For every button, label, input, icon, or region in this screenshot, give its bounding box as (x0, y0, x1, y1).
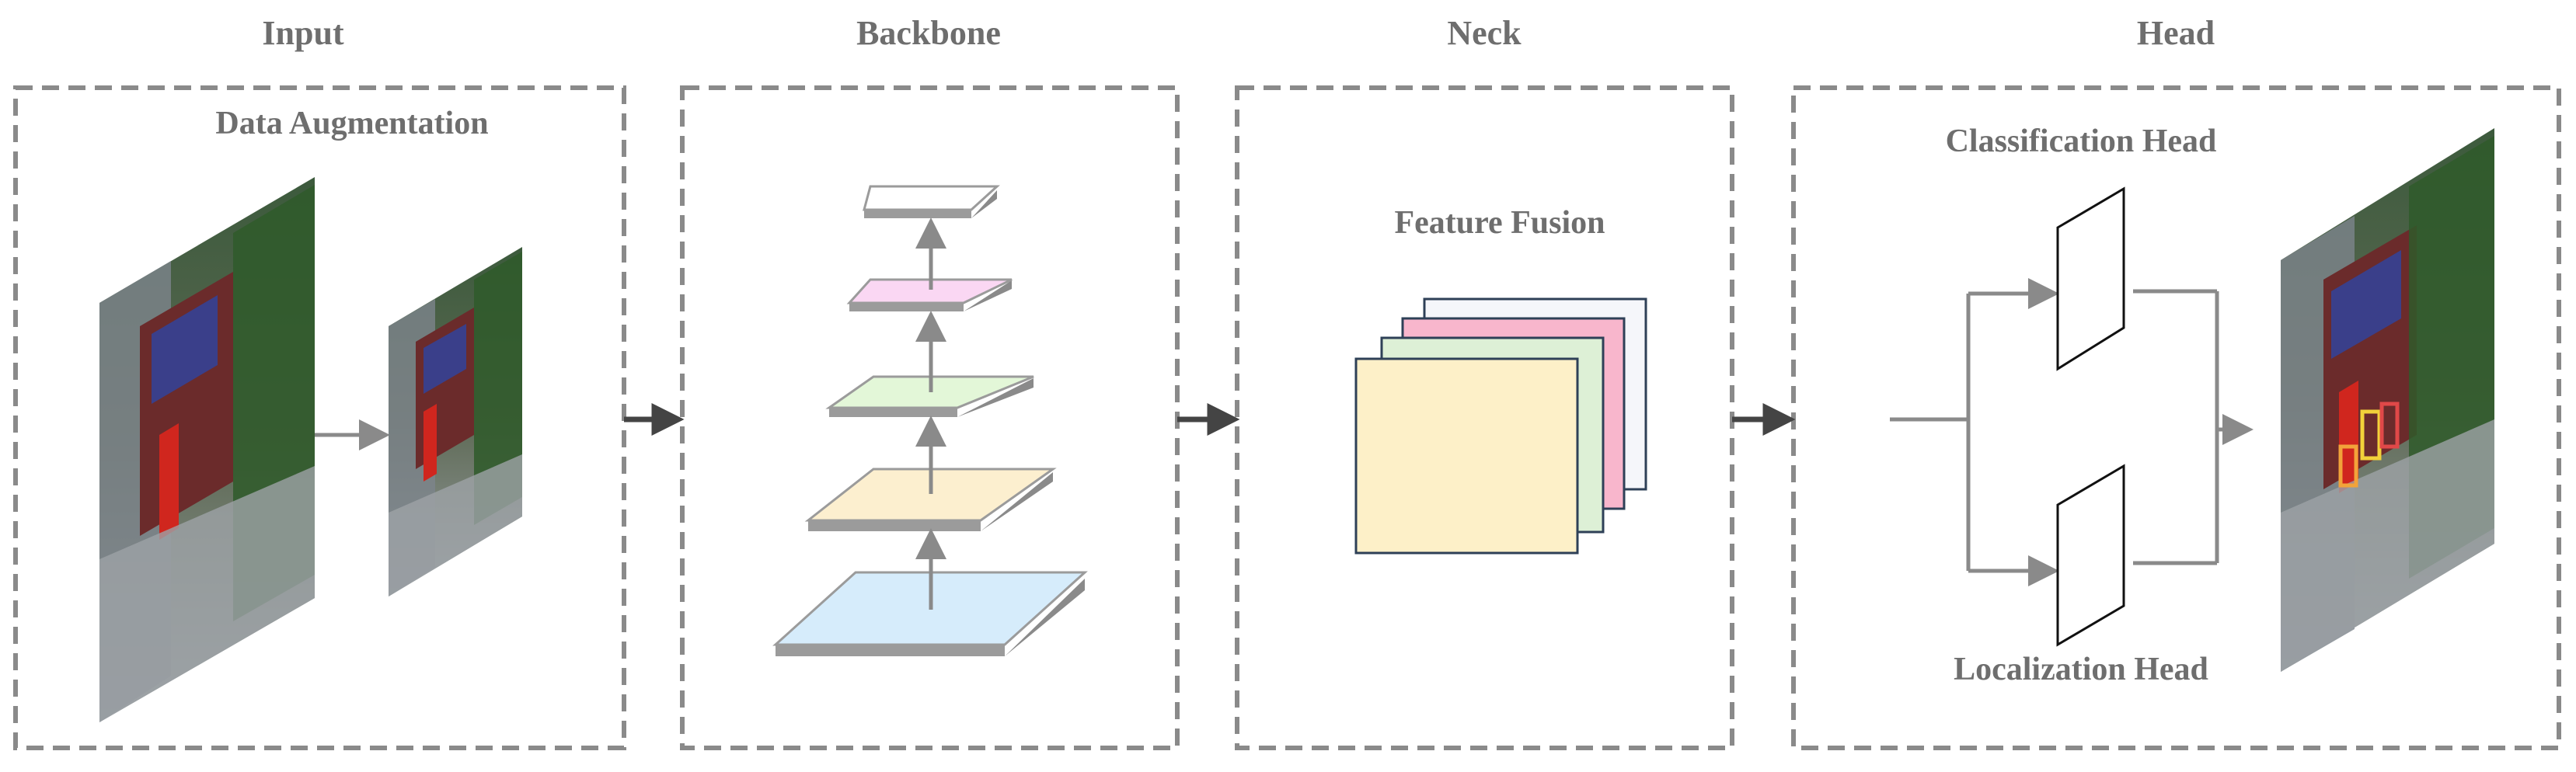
stage-title-neck: Neck (1447, 14, 1522, 52)
neck-map-1 (1354, 357, 1579, 555)
backbone-pyramid (772, 185, 1088, 656)
detection-box (2379, 402, 2400, 449)
output-image (2281, 128, 2494, 672)
classification-head-label: Classification Head (1946, 123, 2217, 159)
backbone-layer-4 (846, 278, 1013, 311)
neck-feature-maps (1354, 297, 1647, 555)
backbone-layer-2 (804, 468, 1057, 531)
data-augmentation-label: Data Augmentation (215, 106, 488, 141)
classification-head-block (2056, 186, 2125, 371)
head-branches (1890, 278, 2254, 586)
backbone-layer-5 (863, 185, 1000, 218)
localization-head-label: Localization Head (1954, 652, 2208, 687)
stage-title-input: Input (262, 14, 344, 52)
detection-box (2360, 409, 2382, 461)
stage-title-head: Head (2137, 14, 2215, 52)
input-image-original (99, 177, 315, 722)
stage-title-backbone: Backbone (856, 14, 1001, 52)
input-image-augmented (389, 247, 522, 596)
detection-box (2338, 444, 2358, 488)
feature-fusion-label: Feature Fusion (1394, 205, 1605, 241)
localization-head-block (2056, 464, 2125, 647)
